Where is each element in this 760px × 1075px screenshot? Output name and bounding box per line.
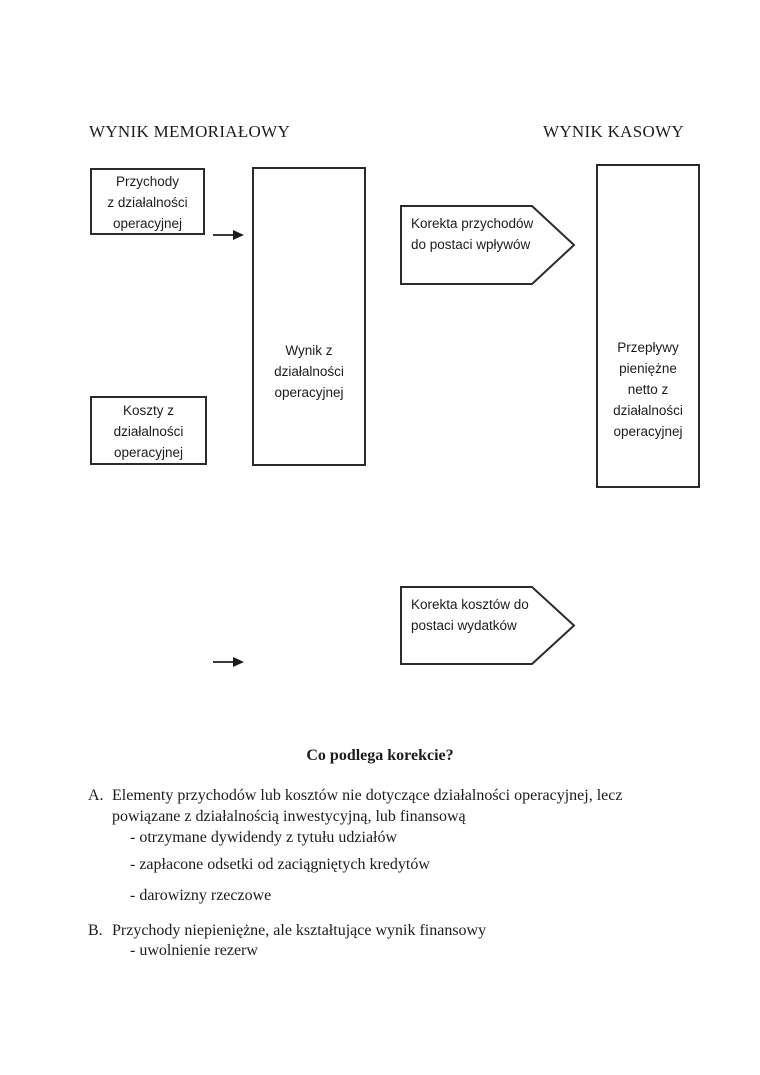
box-przeplywy-pieniezne: Przepływy pieniężne netto z działalności… — [596, 164, 700, 488]
box-koszty-text: Koszty z działalności operacyjnej — [113, 403, 184, 460]
list-item-b-label: B. — [88, 922, 103, 939]
heading-wynik-memorialowy: WYNIK MEMORIAŁOWY — [89, 122, 291, 141]
box-przychody-text: Przychody z działalności operacyjnej — [107, 174, 188, 231]
right-arrow-icon — [213, 228, 245, 247]
list-item-a-sub-2: - zapłacone odsetki od zaciągniętych kre… — [130, 856, 430, 873]
pentagon-korekta-przychodow: Korekta przychodów do postaci wpływów — [400, 205, 576, 285]
box-wynik-text: Wynik z działalności operacyjnej — [274, 343, 344, 400]
section-title: Co podlega korekcie? — [306, 747, 454, 764]
list-item-a-label: A. — [88, 787, 104, 804]
pentagon-przychodow-text: Korekta przychodów do postaci wpływów — [411, 216, 534, 252]
list-item-b-sub-1: - uwolnienie rezerw — [130, 942, 258, 959]
box-przychody-operacyjne: Przychody z działalności operacyjnej — [90, 168, 205, 235]
box-wynik-operacyjny: Wynik z działalności operacyjnej — [252, 167, 366, 466]
list-item-b-line1: Przychody niepieniężne, ale kształtujące… — [112, 922, 487, 939]
list-item-a-line2: powiązane z działalnością inwestycyjną, … — [112, 808, 466, 825]
list-item-a-sub-1: - otrzymane dywidendy z tytułu udziałów — [130, 829, 398, 846]
pentagon-kosztow-text: Korekta kosztów do postaci wydatków — [411, 597, 529, 633]
box-koszty-operacyjne: Koszty z działalności operacyjnej — [90, 396, 207, 465]
heading-wynik-kasowy: WYNIK KASOWY — [543, 122, 684, 141]
right-arrow-icon — [213, 655, 245, 674]
list-item-a-sub-3: - darowizny rzeczowe — [130, 887, 272, 904]
pentagon-shape — [400, 586, 576, 665]
pentagon-korekta-kosztow: Korekta kosztów do postaci wydatków — [400, 586, 576, 665]
list-item-a-line1: Elementy przychodów lub kosztów nie doty… — [112, 787, 623, 804]
box-przeplywy-text: Przepływy pieniężne netto z działalności… — [613, 340, 683, 439]
pentagon-shape — [400, 205, 576, 285]
